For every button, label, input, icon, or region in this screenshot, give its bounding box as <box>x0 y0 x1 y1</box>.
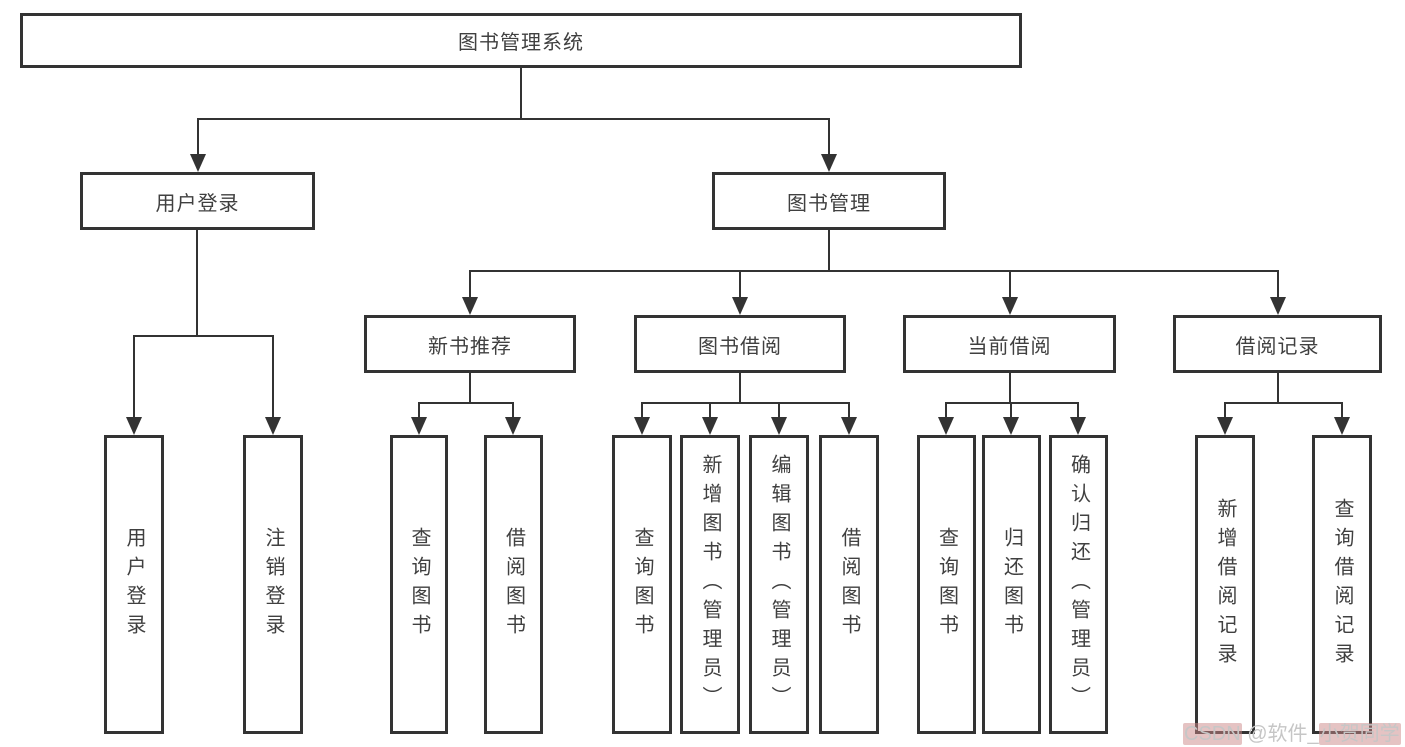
leaf-confirm-return-admin: 确认归还（管理员） <box>1049 435 1108 734</box>
leaf-logout: 注销登录 <box>243 435 303 734</box>
connector-line <box>828 230 830 272</box>
node-library-management-system: 图书管理系统 <box>20 13 1022 68</box>
connector-line <box>512 402 514 420</box>
connector-line <box>1277 270 1279 300</box>
connector-line <box>945 402 947 420</box>
connector-line <box>709 402 711 420</box>
arrow-down-icon <box>771 417 787 435</box>
leaf-borrow-books-recommend: 借阅图书 <box>484 435 543 734</box>
connector-line <box>196 230 198 336</box>
leaf-add-borrow-record: 新增借阅记录 <box>1195 435 1255 734</box>
connector-line <box>419 402 514 404</box>
node-label: 借阅记录 <box>1235 335 1320 358</box>
connector-line <box>133 335 135 420</box>
connector-line <box>641 402 849 404</box>
node-label: 图书借阅 <box>698 335 782 358</box>
node-label: 图书管理系统 <box>458 32 584 54</box>
connector-line <box>197 118 199 158</box>
arrow-down-icon <box>732 297 748 315</box>
connector-line <box>828 118 830 158</box>
connector-line <box>739 270 741 300</box>
connector-line <box>1009 373 1011 403</box>
leaf-label: 新增图书（管理员） <box>699 454 721 715</box>
arrow-down-icon <box>190 154 206 172</box>
connector-line <box>848 402 850 420</box>
arrow-down-icon <box>1334 417 1350 435</box>
connector-line <box>197 118 830 120</box>
connector-line <box>1224 402 1226 420</box>
connector-line <box>1277 373 1279 403</box>
arrow-down-icon <box>265 417 281 435</box>
node-current-borrowing: 当前借阅 <box>903 315 1116 373</box>
connector-line <box>1224 402 1342 404</box>
node-label: 用户登录 <box>155 192 240 215</box>
leaf-label: 用户登录 <box>123 526 145 643</box>
leaf-label: 注销登录 <box>262 526 284 643</box>
leaf-query-books-borrowing: 查询图书 <box>612 435 672 734</box>
leaf-label: 查询借阅记录 <box>1331 497 1353 672</box>
node-label: 新书推荐 <box>428 335 512 358</box>
leaf-add-books-admin: 新增图书（管理员） <box>680 435 740 734</box>
leaf-label: 查询图书 <box>631 526 653 643</box>
node-new-book-recommend: 新书推荐 <box>364 315 576 373</box>
leaf-label: 借阅图书 <box>502 526 525 643</box>
arrow-down-icon <box>1003 417 1019 435</box>
node-label: 图书管理 <box>787 192 871 215</box>
connector-line <box>778 402 780 420</box>
leaf-edit-books-admin: 编辑图书（管理员） <box>749 435 809 734</box>
node-user-login: 用户登录 <box>80 172 315 230</box>
connector-line <box>520 66 522 119</box>
arrow-down-icon <box>702 417 718 435</box>
watermark-middle: @软件_ <box>1241 723 1319 745</box>
arrow-down-icon <box>126 417 142 435</box>
watermark-prefix: CSDN <box>1183 723 1242 745</box>
connector-line <box>1009 270 1011 300</box>
connector-line <box>469 270 471 300</box>
leaf-label: 新增借阅记录 <box>1214 497 1236 672</box>
leaf-query-borrow-record: 查询借阅记录 <box>1312 435 1372 734</box>
connector-line <box>945 402 1079 404</box>
csdn-watermark: CSDN @软件_小贺同学 <box>1183 717 1401 746</box>
leaf-borrow-books: 借阅图书 <box>819 435 879 734</box>
connector-line <box>418 402 420 420</box>
arrow-down-icon <box>1002 297 1018 315</box>
connector-line <box>272 335 274 420</box>
node-label: 当前借阅 <box>967 335 1052 358</box>
leaf-label: 编辑图书（管理员） <box>768 454 790 715</box>
node-book-management: 图书管理 <box>712 172 946 230</box>
arrow-down-icon <box>1217 417 1233 435</box>
leaf-user-login: 用户登录 <box>104 435 164 734</box>
leaf-query-books-current: 查询图书 <box>917 435 976 734</box>
node-borrowing-records: 借阅记录 <box>1173 315 1382 373</box>
arrow-down-icon <box>462 297 478 315</box>
leaf-label: 查询图书 <box>408 526 430 643</box>
connector-line <box>1077 402 1079 420</box>
leaf-label: 归还图书 <box>1000 526 1023 643</box>
node-book-borrowing: 图书借阅 <box>634 315 846 373</box>
arrow-down-icon <box>1270 297 1286 315</box>
connector-line <box>469 373 471 403</box>
arrow-down-icon <box>505 417 521 435</box>
connector-line <box>469 270 1279 272</box>
arrow-down-icon <box>938 417 954 435</box>
leaf-query-books-recommend: 查询图书 <box>390 435 448 734</box>
connector-line <box>1010 402 1012 420</box>
arrow-down-icon <box>634 417 650 435</box>
connector-line <box>1341 402 1343 420</box>
watermark-suffix: 小贺同学 <box>1318 723 1401 745</box>
leaf-return-books: 归还图书 <box>982 435 1041 734</box>
arrow-down-icon <box>1070 417 1086 435</box>
arrow-down-icon <box>411 417 427 435</box>
connector-line <box>641 402 643 420</box>
leaf-label: 确认归还（管理员） <box>1067 454 1090 715</box>
arrow-down-icon <box>841 417 857 435</box>
connector-line <box>739 373 741 403</box>
arrow-down-icon <box>821 154 837 172</box>
connector-line <box>133 335 274 337</box>
leaf-label: 借阅图书 <box>838 526 860 643</box>
leaf-label: 查询图书 <box>935 526 958 643</box>
